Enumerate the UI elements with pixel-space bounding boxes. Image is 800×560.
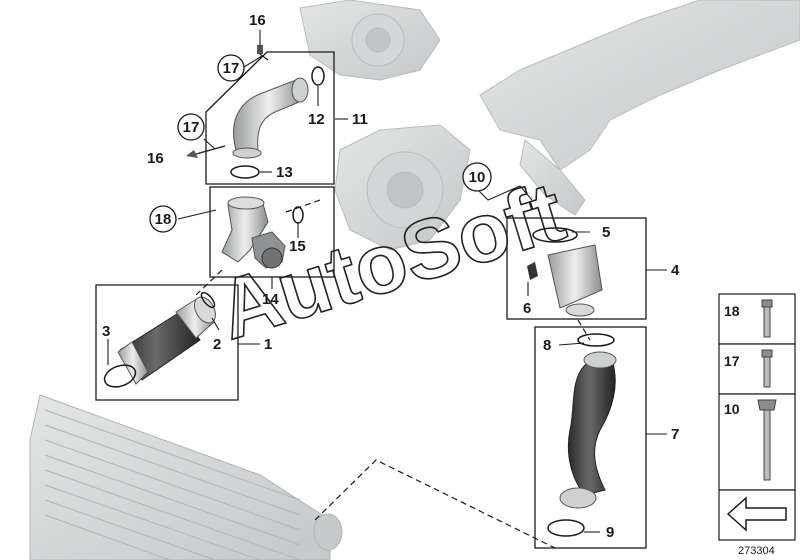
ghost-turbocharger-middle [334, 124, 471, 251]
legend-item-18[interactable]: 18 [724, 299, 773, 338]
svg-text:11: 11 [352, 111, 368, 128]
callout-9[interactable]: 9 [606, 524, 614, 541]
adapter-14-illustration [221, 196, 304, 269]
group-frame-1 [95, 284, 239, 401]
svg-text:18: 18 [155, 211, 172, 228]
pipe-11-illustration [230, 66, 325, 179]
connector-4-illustration [527, 227, 603, 317]
group-frame-7 [534, 326, 647, 549]
hose-1-illustration [103, 291, 216, 388]
callout-8[interactable]: 8 [543, 337, 551, 354]
callout-3[interactable]: 3 [102, 323, 110, 340]
svg-text:12: 12 [308, 111, 325, 128]
callout-5[interactable]: 5 [602, 224, 610, 241]
svg-text:3: 3 [102, 323, 110, 340]
svg-text:17: 17 [183, 119, 200, 136]
ghost-intake-manifold [479, 0, 800, 216]
callout-18[interactable]: 18 [149, 205, 177, 233]
callout-11[interactable]: 11 [352, 111, 368, 128]
svg-text:16: 16 [147, 150, 164, 167]
leader-lines [107, 30, 667, 533]
svg-text:4: 4 [671, 262, 680, 279]
svg-text:17: 17 [223, 60, 240, 77]
callout-13[interactable]: 13 [276, 164, 293, 181]
legend-item-17[interactable]: 17 [724, 349, 773, 388]
svg-text:16: 16 [249, 12, 266, 29]
callout-1[interactable]: 1 [264, 336, 272, 353]
svg-text:1: 1 [264, 336, 272, 353]
callout-17-left[interactable]: 17 [177, 113, 205, 141]
group-frame-11 [205, 51, 335, 185]
callout-16-top[interactable]: 16 [249, 12, 266, 29]
ghost-turbocharger-top [299, 0, 441, 81]
callout-15[interactable]: 15 [289, 238, 306, 255]
arrow-icon [726, 496, 787, 532]
callout-12[interactable]: 12 [308, 111, 325, 128]
svg-text:9: 9 [606, 524, 614, 541]
callout-14[interactable]: 14 [262, 291, 279, 308]
svg-text:15: 15 [289, 238, 306, 255]
callout-2[interactable]: 2 [213, 336, 221, 353]
group-frame-4 [506, 217, 647, 320]
callout-4[interactable]: 4 [671, 262, 680, 279]
svg-text:14: 14 [262, 291, 279, 308]
svg-text:5: 5 [602, 224, 610, 241]
callout-16-left[interactable]: 16 [147, 150, 164, 167]
callout-10[interactable]: 10 [462, 162, 492, 192]
screw-16-top [257, 45, 269, 61]
svg-text:2: 2 [213, 336, 221, 353]
diagram-number: 273304 [738, 545, 775, 557]
svg-text:18: 18 [724, 303, 740, 319]
svg-text:8: 8 [543, 337, 551, 354]
screw-16-left [186, 145, 226, 158]
callout-17-top[interactable]: 17 [217, 54, 245, 82]
svg-text:17: 17 [724, 353, 740, 369]
legend-item-10[interactable]: 10 [724, 399, 777, 481]
hose-7-illustration [547, 333, 617, 537]
svg-text:10: 10 [724, 401, 740, 417]
connection-dashed-lines [195, 199, 591, 549]
fastener-legend [718, 293, 796, 541]
svg-text:13: 13 [276, 164, 293, 181]
svg-text:10: 10 [469, 169, 486, 186]
ghost-intercooler [29, 394, 343, 560]
svg-text:7: 7 [671, 426, 679, 443]
svg-text:6: 6 [523, 300, 531, 317]
callout-6[interactable]: 6 [523, 300, 531, 317]
callout-7[interactable]: 7 [671, 426, 679, 443]
